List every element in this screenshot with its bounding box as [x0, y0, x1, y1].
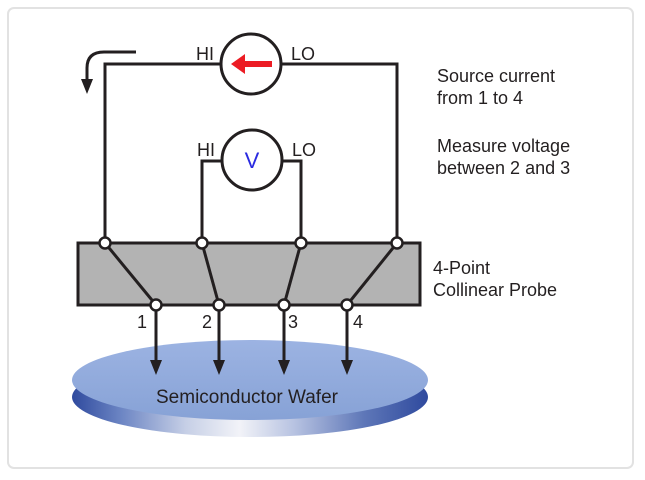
source-current-annotation-line2: from 1 to 4 [437, 88, 523, 108]
probe-pin-numbers: 1 2 3 4 [137, 312, 363, 332]
probe-top-terminal-4 [390, 236, 404, 250]
probe-top-terminal-2 [195, 236, 209, 250]
voltmeter-circle [220, 128, 284, 192]
probe-top-terminal-3 [294, 236, 308, 250]
probe-internal-lead-1 [103, 242, 158, 306]
diagram-frame-border [7, 7, 634, 469]
probe-annotation-line1: 4-Point [433, 258, 490, 278]
probe-contact-arrow-icon [278, 360, 290, 375]
measure-voltage-annotation-line2: between 2 and 3 [437, 158, 570, 178]
current-direction-arrow-icon [231, 54, 272, 74]
pin-number-label-1: 1 [137, 312, 147, 332]
probe-bar [76, 241, 422, 307]
wafer-top-surface [72, 340, 428, 420]
current-flow-arrow-icon [81, 50, 136, 94]
probe-annotation-line2: Collinear Probe [433, 280, 557, 300]
current-source-hi-label: HI [196, 44, 214, 64]
pin-number-label-3: 3 [288, 312, 298, 332]
probe-internal-lead-3 [282, 242, 303, 306]
probe-top-terminal-1 [98, 236, 112, 250]
probe-internal-lead-2 [200, 242, 221, 306]
measure-voltage-annotation-line1: Measure voltage [437, 136, 570, 156]
probe-tip-node-1 [149, 298, 163, 312]
probe-needles [150, 305, 353, 375]
wafer-label: Semiconductor Wafer [156, 387, 339, 408]
annotations: Source current from 1 to 4 Measure volta… [433, 66, 570, 300]
pin-number-label-2: 2 [202, 312, 212, 332]
probe-tip-node-2 [212, 298, 226, 312]
probe-contact-arrow-icon [150, 360, 162, 375]
pin-number-label-4: 4 [353, 312, 363, 332]
voltmeter: V HI LO [197, 128, 316, 192]
voltmeter-symbol: V [245, 148, 260, 173]
voltmeter-hi-label: HI [197, 140, 215, 160]
voltmeter-lo-label: LO [292, 140, 316, 160]
probe-bar-assembly [76, 236, 422, 312]
source-current-annotation-line1: Source current [437, 66, 555, 86]
probe-contact-arrow-icon [213, 360, 225, 375]
probe-tip-node-3 [277, 298, 291, 312]
probe-contact-arrow-icon [341, 360, 353, 375]
current-source-lo-label: LO [291, 44, 315, 64]
probe-internal-lead-4 [345, 242, 399, 306]
current-source-meter: HI LO [196, 32, 315, 96]
probe-tip-node-4 [340, 298, 354, 312]
